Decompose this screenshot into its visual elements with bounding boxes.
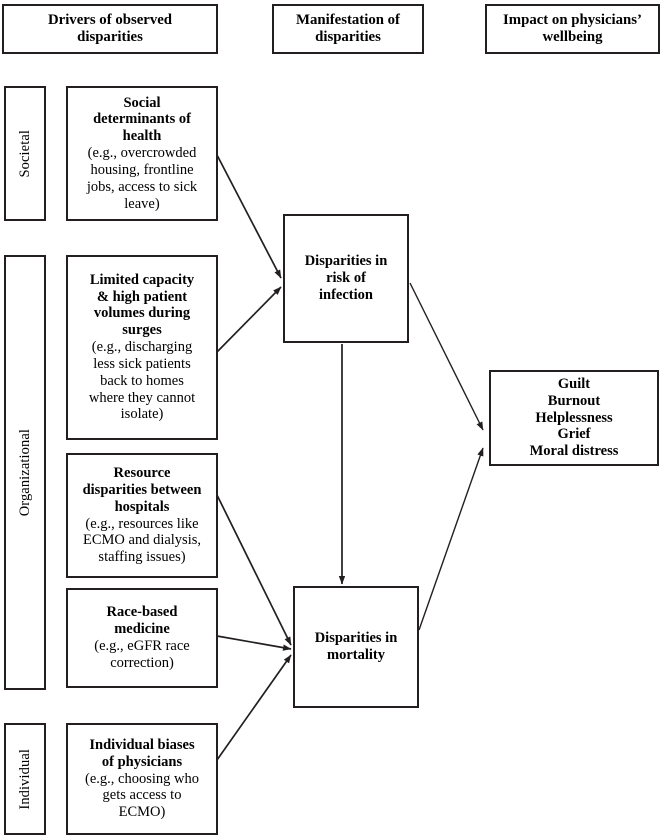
level-band-individual: Individual bbox=[4, 723, 46, 835]
driver-heading-line: Individual biases bbox=[89, 736, 195, 753]
header-manifestation-line-1: Manifestation of bbox=[296, 11, 400, 28]
impact-line: Grief bbox=[557, 426, 591, 443]
impact-line: Guilt bbox=[557, 375, 591, 392]
level-band-organizational: Organizational bbox=[4, 255, 46, 690]
header-drivers-line-1: Drivers of observed bbox=[47, 11, 173, 28]
driver-box-social-determinants[interactable]: Social determinants of health (e.g., ove… bbox=[66, 86, 218, 221]
driver-heading-line: volumes during bbox=[93, 305, 191, 322]
driver-example-line: gets access to bbox=[102, 787, 182, 804]
driver-example-line: staffing issues) bbox=[98, 549, 186, 566]
impact-line: Helplessness bbox=[535, 409, 613, 426]
header-drivers: Drivers of observed disparities bbox=[2, 4, 218, 54]
driver-box-resource-disparities[interactable]: Resource disparities between hospitals (… bbox=[66, 453, 218, 578]
header-manifestation: Manifestation of disparities bbox=[272, 4, 424, 54]
driver-heading-line: of physicians bbox=[101, 753, 183, 770]
driver-heading-line: Limited capacity bbox=[89, 271, 195, 288]
driver-heading-line: disparities between bbox=[82, 481, 202, 498]
driver-heading-line: hospitals bbox=[114, 498, 170, 515]
manifestation-line: risk of bbox=[326, 270, 366, 287]
driver-example-line: ECMO and dialysis, bbox=[82, 532, 201, 549]
driver-example-line: leave) bbox=[124, 195, 160, 212]
edge-individual-biases-to-mortality bbox=[216, 654, 292, 761]
driver-heading-line: & high patient bbox=[96, 288, 188, 305]
level-label-societal: Societal bbox=[16, 129, 33, 178]
driver-box-race-based-medicine[interactable]: Race-based medicine (e.g., eGFR race cor… bbox=[66, 588, 218, 688]
header-drivers-line-2: disparities bbox=[77, 29, 143, 45]
driver-example-line: where they cannot bbox=[88, 389, 196, 406]
manifestation-box-mortality[interactable]: Disparities in mortality bbox=[293, 586, 419, 708]
edge-mortality-to-wellbeing bbox=[418, 447, 484, 631]
driver-example-line: (e.g., resources like bbox=[85, 515, 199, 532]
header-impact-line-1: Impact on physicians’ bbox=[503, 11, 642, 28]
driver-example-line: correction) bbox=[110, 654, 174, 671]
manifestation-line: Disparities in bbox=[304, 253, 388, 270]
manifestation-line: Disparities in bbox=[314, 630, 398, 647]
driver-example-line: (e.g., overcrowded bbox=[87, 145, 197, 162]
edge-limited-capacity-to-risk bbox=[216, 286, 282, 353]
header-manifestation-line-2: disparities bbox=[315, 29, 381, 45]
driver-heading-line: determinants of bbox=[93, 111, 191, 128]
impact-line: Burnout bbox=[547, 392, 601, 409]
driver-example-line: back to homes bbox=[100, 372, 184, 389]
driver-box-individual-biases[interactable]: Individual biases of physicians (e.g., c… bbox=[66, 723, 218, 835]
edge-race-based-to-mortality bbox=[216, 635, 292, 651]
driver-example-line: (e.g., eGFR race bbox=[94, 638, 190, 654]
driver-heading-line: health bbox=[122, 128, 162, 145]
impact-line: Moral distress bbox=[529, 443, 619, 460]
driver-heading-line: Race-based bbox=[106, 604, 178, 621]
edge-resource-to-mortality bbox=[216, 494, 292, 646]
impact-box-physician-wellbeing[interactable]: Guilt Burnout Helplessness Grief Moral d… bbox=[489, 370, 659, 466]
edge-risk-to-wellbeing bbox=[409, 282, 484, 431]
driver-example-line: less sick patients bbox=[93, 355, 191, 372]
driver-example-line: (e.g., choosing who bbox=[85, 770, 199, 787]
driver-heading-line: medicine bbox=[114, 621, 170, 638]
driver-example-line: jobs, access to sick bbox=[86, 178, 198, 195]
level-band-societal: Societal bbox=[4, 86, 46, 221]
manifestation-line: infection bbox=[319, 286, 373, 303]
driver-example-line: ECMO) bbox=[118, 804, 166, 821]
level-label-organizational: Organizational bbox=[16, 428, 33, 517]
header-impact-line-2: wellbeing bbox=[542, 29, 603, 45]
driver-example-line: (e.g., discharging bbox=[91, 339, 193, 356]
driver-heading-line: Social bbox=[123, 94, 161, 111]
driver-example-line: isolate) bbox=[120, 406, 164, 423]
header-impact: Impact on physicians’ wellbeing bbox=[485, 4, 660, 54]
driver-heading-line: surges bbox=[122, 322, 162, 339]
driver-box-limited-capacity[interactable]: Limited capacity & high patient volumes … bbox=[66, 255, 218, 440]
edge-social-determinants-to-risk bbox=[216, 154, 282, 279]
level-label-individual: Individual bbox=[16, 748, 33, 810]
manifestation-box-risk-of-infection[interactable]: Disparities in risk of infection bbox=[283, 214, 409, 343]
driver-heading-line: Resource bbox=[113, 465, 171, 482]
manifestation-line: mortality bbox=[327, 647, 385, 663]
driver-example-line: housing, frontline bbox=[90, 161, 194, 178]
